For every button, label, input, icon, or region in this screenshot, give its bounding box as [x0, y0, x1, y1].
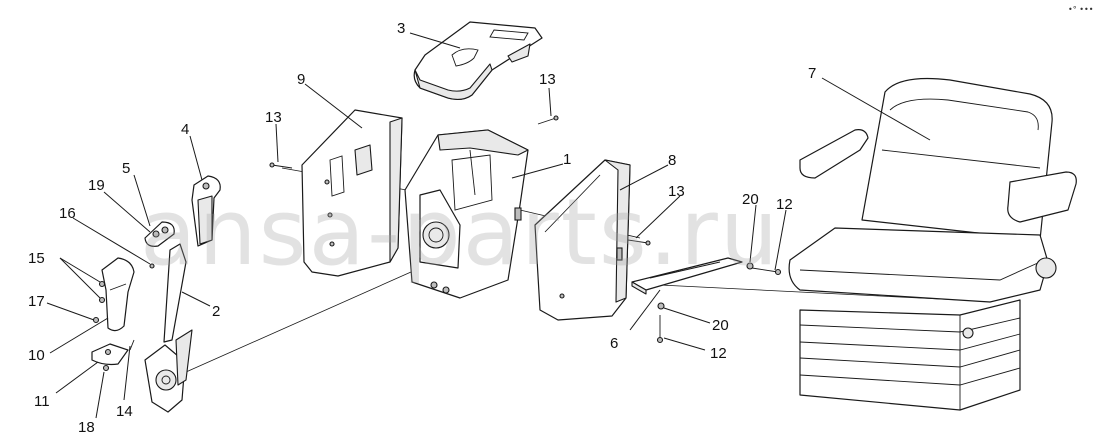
part-4-handle — [191, 175, 221, 247]
callout-labels: 3 13 13 9 7 4 1 8 5 13 19 20 12 16 15 2 … — [28, 20, 816, 436]
callout-15: 15 — [28, 250, 45, 267]
callout-6: 6 — [610, 335, 618, 352]
corner-mark: •° ••• — [1068, 5, 1093, 14]
callout-12-lower: 12 — [710, 345, 727, 362]
callout-10: 10 — [28, 347, 45, 364]
callout-17: 17 — [28, 293, 45, 310]
part-1-console-frame — [404, 129, 529, 299]
callout-14: 14 — [116, 403, 133, 420]
part-11-small-plate — [91, 343, 129, 366]
callout-20-upper: 20 — [742, 191, 759, 208]
part-10-knob — [101, 257, 135, 332]
part-9-left-panel — [301, 109, 403, 277]
fasteners — [92, 115, 782, 372]
part-3-top-cover — [413, 21, 543, 101]
callout-18: 18 — [78, 419, 95, 436]
callout-12-upper: 12 — [776, 196, 793, 213]
callout-20-lower: 20 — [712, 317, 729, 334]
callout-7: 7 — [808, 65, 816, 82]
part-7-seat — [788, 77, 1077, 411]
callout-13-top: 13 — [539, 71, 556, 88]
part-8-right-panel — [534, 159, 631, 321]
callout-1: 1 — [563, 151, 571, 168]
leader-lines — [46, 32, 931, 419]
callout-19: 19 — [88, 177, 105, 194]
watermark-text: ansa-parts.ru — [140, 179, 780, 286]
callout-2: 2 — [212, 303, 220, 320]
callout-13-left: 13 — [265, 109, 282, 126]
callout-13-right: 13 — [668, 183, 685, 200]
callout-16: 16 — [59, 205, 76, 222]
callout-4: 4 — [181, 121, 189, 138]
part-2-lever-column — [144, 243, 193, 413]
callout-3: 3 — [397, 20, 405, 37]
callout-5: 5 — [122, 160, 130, 177]
callout-8: 8 — [668, 152, 676, 169]
part-19-bracket — [144, 221, 175, 247]
part-6-mounting-plate — [631, 257, 743, 295]
callout-9: 9 — [297, 71, 305, 88]
callout-11: 11 — [34, 393, 50, 410]
